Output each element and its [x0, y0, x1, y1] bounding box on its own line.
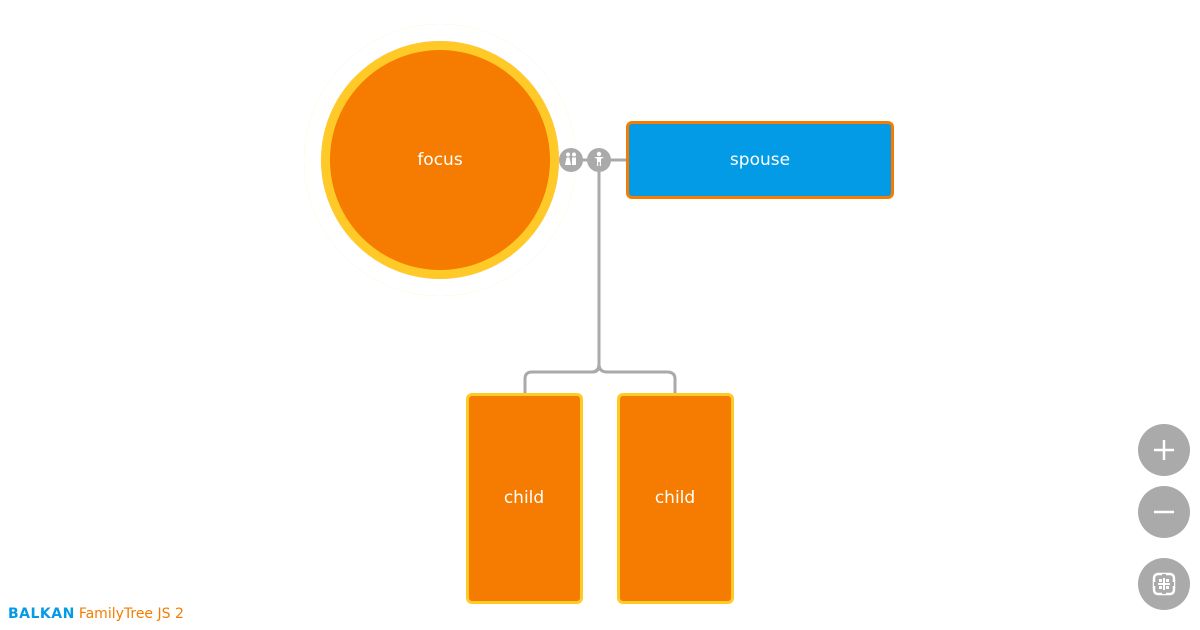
brand-company: BALKAN	[8, 606, 75, 622]
focus-node-label: focus	[417, 150, 463, 170]
couple-icon[interactable]	[559, 148, 583, 172]
zoom-out-button[interactable]	[1138, 486, 1190, 538]
person-icon[interactable]	[587, 148, 611, 172]
child-node[interactable]	[466, 393, 583, 604]
minus-icon	[1154, 510, 1174, 514]
child-node-label: child	[654, 488, 696, 508]
spouse-node[interactable]	[626, 121, 894, 199]
children-link-left	[523, 363, 601, 394]
children-link-right	[597, 363, 677, 394]
child-node[interactable]	[617, 393, 734, 604]
brand-product: FamilyTree JS 2	[78, 606, 184, 622]
fit-screen-icon	[1152, 572, 1176, 596]
zoom-in-button[interactable]	[1138, 424, 1190, 476]
fit-button[interactable]	[1138, 558, 1190, 610]
children-link-trunk	[592, 172, 601, 374]
spouse-node-label: spouse	[729, 150, 791, 170]
plus-icon	[1154, 440, 1174, 460]
child-node-label: child	[503, 488, 545, 508]
